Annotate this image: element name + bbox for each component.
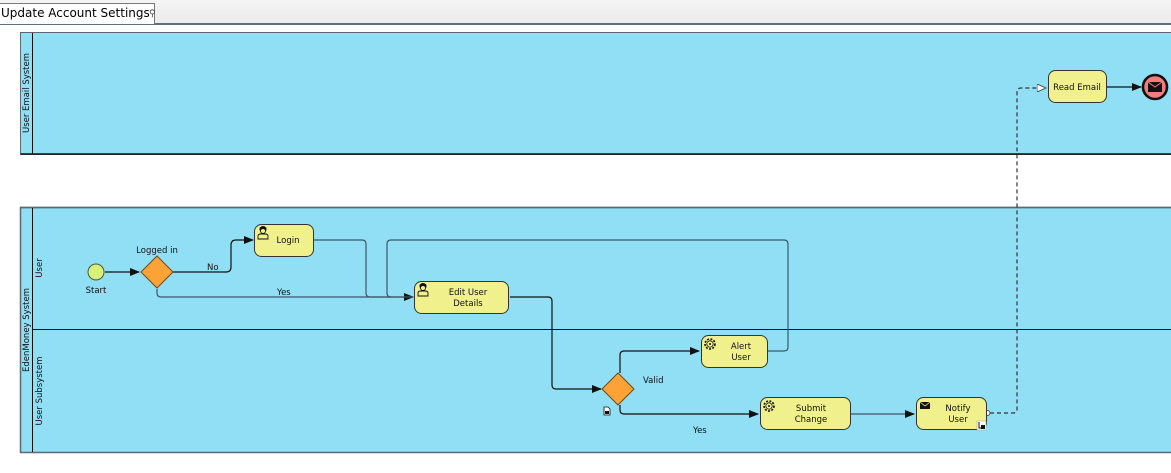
task-label: Login <box>277 236 300 246</box>
diagram-tab-title: Update Account Settings <box>1 6 150 20</box>
task-notify-user[interactable]: Notify User <box>916 397 987 431</box>
flow-label-no: No <box>207 263 219 273</box>
lane-label-user: User <box>35 258 45 278</box>
envelope-icon <box>919 401 931 409</box>
flow-yes-to-submit[interactable] <box>619 405 759 418</box>
task-label-line1: Edit User <box>449 288 488 298</box>
gear-icon <box>763 400 775 412</box>
task-label: Read Email <box>1053 83 1101 93</box>
message-flow-notify-to-read-email[interactable] <box>990 88 1046 414</box>
diagram-tab-bar: Update Account Settings ⚲ <box>0 0 1171 25</box>
task-label-line1: Submit <box>796 404 827 414</box>
diagram-tab[interactable]: Update Account Settings <box>0 3 155 24</box>
pool-edenmoney-system[interactable]: EdenMoney System User User Subsystem <box>19 206 1171 454</box>
flow-valid-to-alert[interactable] <box>619 347 700 373</box>
flow-yes-to-edit[interactable] <box>156 289 414 301</box>
task-edit-user-details[interactable]: Edit User Details <box>414 281 509 314</box>
gear-icon <box>704 338 716 350</box>
task-label-line2: User <box>948 415 968 425</box>
start-event[interactable]: Start <box>86 263 107 296</box>
task-label-line2: Details <box>453 299 483 309</box>
flow-label-yes: Yes <box>692 426 707 436</box>
gateway-logged-in[interactable]: Logged in <box>136 246 178 289</box>
task-label-line2: Change <box>795 415 828 425</box>
pool-user-email-system[interactable]: User Email System <box>20 32 1171 155</box>
task-submit-change[interactable]: Submit Change <box>760 397 851 430</box>
message-end-event[interactable] <box>1141 73 1169 101</box>
task-read-email[interactable]: Read Email <box>1048 70 1107 103</box>
lane-label-user-subsystem: User Subsystem <box>35 357 45 426</box>
flow-no-to-login[interactable] <box>173 236 254 273</box>
flow-alert-to-edit[interactable] <box>386 239 789 352</box>
task-label-line2: User <box>731 353 751 363</box>
flow-edit-to-valid[interactable] <box>510 296 602 393</box>
user-icon <box>257 226 269 240</box>
flow-label-yes: Yes <box>276 288 291 298</box>
document-icon <box>603 406 611 416</box>
task-login[interactable]: Login <box>254 224 314 257</box>
resize-handle-icon[interactable] <box>976 420 987 431</box>
task-label-line1: Notify <box>945 404 970 414</box>
envelope-icon <box>1147 81 1163 92</box>
task-label-line1: Alert <box>731 342 752 352</box>
gateway-valid[interactable] <box>601 372 635 416</box>
pool-label: EdenMoney System <box>22 288 32 372</box>
user-icon <box>417 283 429 297</box>
flow-login-to-edit[interactable] <box>314 239 413 298</box>
task-alert-user[interactable]: Alert User <box>701 335 768 368</box>
start-label: Start <box>86 286 107 296</box>
magnifier-icon[interactable]: ⚲ <box>149 9 156 19</box>
gateway-label: Logged in <box>136 246 178 256</box>
flow-label-valid: Valid <box>643 376 663 386</box>
pool-label: User Email System <box>22 53 32 133</box>
